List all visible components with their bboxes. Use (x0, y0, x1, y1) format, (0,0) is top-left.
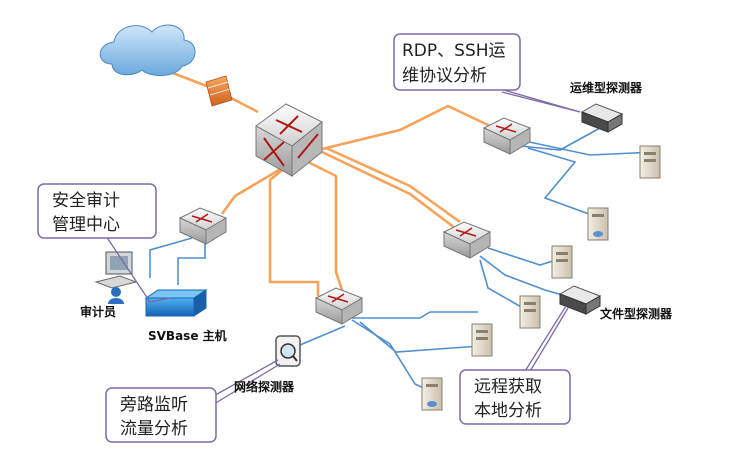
svbase-host-icon (144, 289, 208, 317)
ops-probe-label: 运维型探测器 (570, 80, 643, 95)
network-probe-icon (275, 335, 301, 367)
auditor-label: 审计员 (80, 304, 116, 319)
callout-line: RDP、SSH运 (402, 41, 506, 61)
server-icon (639, 145, 661, 179)
server-icon (519, 295, 541, 329)
backbone-links (169, 70, 491, 297)
callout-line: 旁路监听 (120, 395, 188, 415)
lan-links (149, 127, 656, 393)
ops-probe-icon (580, 103, 624, 133)
switch-icon (178, 207, 228, 245)
callout-ops-protocol: RDP、SSH运 维协议分析 (393, 33, 521, 91)
file-probe-icon (558, 285, 602, 315)
callout-line: 管理中心 (52, 215, 120, 235)
workstation-icon (94, 251, 138, 304)
callout-line: 安全审计 (52, 191, 120, 211)
switch-icon (442, 221, 492, 259)
callout-line: 远程获取 (474, 377, 542, 397)
core-switch-icon (255, 103, 323, 178)
internet-cloud-icon (99, 24, 196, 76)
callout-security-center: 安全审计 管理中心 (37, 183, 157, 239)
switch-icon (482, 117, 532, 155)
callout-remote: 远程获取 本地分析 (459, 369, 571, 425)
svbase-host-label: SVBase 主机 (148, 328, 227, 343)
switch-icon (314, 287, 364, 325)
server-icon (471, 323, 493, 357)
server-icon (587, 207, 609, 241)
firewall-icon (205, 75, 233, 107)
callout-line: 本地分析 (474, 401, 542, 421)
callout-pointers (105, 89, 581, 405)
server-icon (421, 377, 443, 411)
network-probe-label: 网络探测器 (234, 379, 295, 394)
file-probe-label: 文件型探测器 (600, 306, 673, 321)
server-icon (551, 245, 573, 279)
callout-line: 流量分析 (120, 419, 188, 439)
callout-line: 维协议分析 (402, 66, 487, 86)
callout-bypass: 旁路监听 流量分析 (105, 387, 217, 443)
